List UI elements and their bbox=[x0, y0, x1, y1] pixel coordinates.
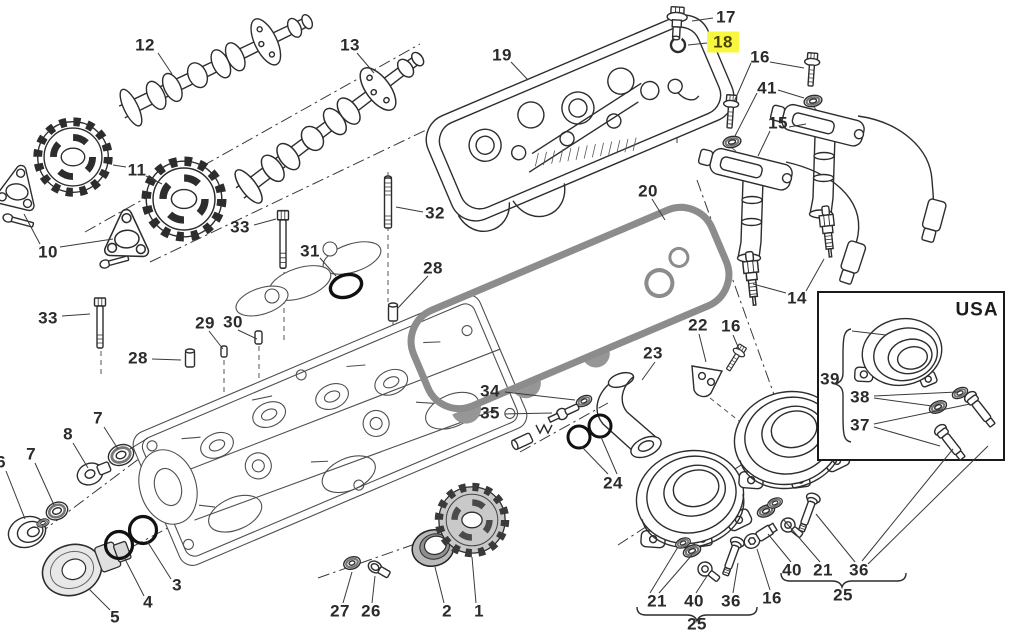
callout-10[interactable]: 10 bbox=[38, 242, 58, 262]
leader-lines bbox=[5, 17, 989, 611]
bracket-10-drawing-left bbox=[0, 167, 36, 208]
callout-11[interactable]: 11 bbox=[127, 160, 147, 180]
callout-20[interactable]: 20 bbox=[638, 181, 658, 201]
bracket-10-drawing-right bbox=[105, 213, 145, 256]
callout-2[interactable]: 2 bbox=[442, 601, 452, 621]
end-cap-parts-drawing bbox=[7, 443, 159, 597]
callout-16-top[interactable]: 16 bbox=[750, 47, 770, 67]
callout-6-partial[interactable]: 6 bbox=[0, 452, 6, 472]
valve-cover-gasket-drawing bbox=[407, 203, 733, 424]
bracket-22-drawing bbox=[691, 365, 724, 398]
callout-1[interactable]: 1 bbox=[474, 601, 484, 621]
timing-sprocket-parts-drawing bbox=[343, 487, 505, 579]
cam-bearing-stub-drawing bbox=[235, 241, 382, 317]
callout-23[interactable]: 23 bbox=[643, 343, 663, 363]
bolt-16-mid-drawing bbox=[722, 342, 749, 374]
callout-13[interactable]: 13 bbox=[340, 35, 360, 55]
cam-sprocket-drawing-right bbox=[146, 161, 222, 237]
callout-33-middle[interactable]: 33 bbox=[230, 217, 250, 237]
seal-ring-18-drawing bbox=[669, 36, 687, 54]
cam-sprocket-drawing-left bbox=[38, 122, 109, 193]
callout-28-left[interactable]: 28 bbox=[128, 348, 148, 368]
small-bolts-drawing bbox=[2, 213, 130, 269]
camshaft-13-drawing bbox=[224, 35, 438, 214]
callout-28-middle[interactable]: 28 bbox=[423, 258, 443, 278]
o-ring-31-drawing bbox=[328, 272, 364, 300]
callout-8[interactable]: 8 bbox=[63, 424, 73, 444]
callout-21-right-group[interactable]: 21 bbox=[813, 560, 833, 580]
callout-22[interactable]: 22 bbox=[688, 315, 708, 335]
o-rings-24-drawing bbox=[566, 413, 613, 450]
callout-33-left[interactable]: 33 bbox=[38, 308, 58, 328]
callout-24[interactable]: 24 bbox=[603, 473, 623, 493]
callout-12[interactable]: 12 bbox=[135, 35, 155, 55]
bolt-33-drawing-left bbox=[93, 297, 107, 349]
camshaft-12-drawing bbox=[110, 0, 323, 136]
callout-37[interactable]: 37 bbox=[850, 415, 870, 435]
callout-7-upper[interactable]: 7 bbox=[93, 408, 103, 428]
callout-18-highlighted[interactable]: 18 bbox=[707, 31, 739, 53]
callout-19[interactable]: 19 bbox=[492, 45, 512, 65]
stud-32-drawing bbox=[383, 175, 393, 229]
callout-4[interactable]: 4 bbox=[143, 592, 153, 612]
callout-31[interactable]: 31 bbox=[300, 241, 320, 261]
brace-39 bbox=[834, 328, 852, 443]
callout-34[interactable]: 34 bbox=[480, 381, 500, 401]
callout-36-left-group[interactable]: 36 bbox=[721, 591, 741, 611]
dowel-pins-drawing bbox=[184, 302, 399, 368]
callout-32[interactable]: 32 bbox=[425, 203, 445, 223]
callout-21-left-group[interactable]: 21 bbox=[647, 591, 667, 611]
callout-14[interactable]: 14 bbox=[787, 288, 807, 308]
callout-29[interactable]: 29 bbox=[195, 313, 215, 333]
callout-5[interactable]: 5 bbox=[110, 607, 120, 627]
valve-34-35-drawing bbox=[511, 392, 595, 451]
cylinder-head-drawing bbox=[132, 294, 528, 566]
usa-inset-box bbox=[817, 291, 1005, 463]
callout-38[interactable]: 38 bbox=[850, 387, 870, 407]
callout-15[interactable]: 15 bbox=[768, 113, 788, 133]
valve-cover-drawing bbox=[425, 14, 735, 232]
callout-41[interactable]: 41 bbox=[757, 78, 777, 98]
callout-35[interactable]: 35 bbox=[480, 403, 500, 423]
callout-39[interactable]: 39 bbox=[820, 369, 840, 389]
callout-25-right-group[interactable]: 25 bbox=[833, 585, 853, 605]
usa-inset-label: USA bbox=[955, 299, 999, 321]
bolt-33-drawing-middle bbox=[276, 209, 290, 269]
callout-30[interactable]: 30 bbox=[223, 312, 243, 332]
callout-17[interactable]: 17 bbox=[716, 7, 736, 27]
ignition-coils-drawing bbox=[695, 99, 947, 285]
callout-3[interactable]: 3 bbox=[172, 575, 182, 595]
callout-26[interactable]: 26 bbox=[361, 601, 381, 621]
group-braces-25 bbox=[636, 572, 907, 624]
breather-elbow-23-drawing bbox=[596, 371, 662, 459]
callout-25-left-group[interactable]: 25 bbox=[687, 614, 707, 634]
callout-36-right-group[interactable]: 36 bbox=[849, 560, 869, 580]
callout-27[interactable]: 27 bbox=[330, 601, 350, 621]
callout-40-left-group[interactable]: 40 bbox=[684, 591, 704, 611]
callout-16-mid[interactable]: 16 bbox=[721, 316, 741, 336]
callout-16-bottom[interactable]: 16 bbox=[762, 588, 782, 608]
callout-40-right-group[interactable]: 40 bbox=[782, 560, 802, 580]
callout-7-lower[interactable]: 7 bbox=[26, 444, 36, 464]
